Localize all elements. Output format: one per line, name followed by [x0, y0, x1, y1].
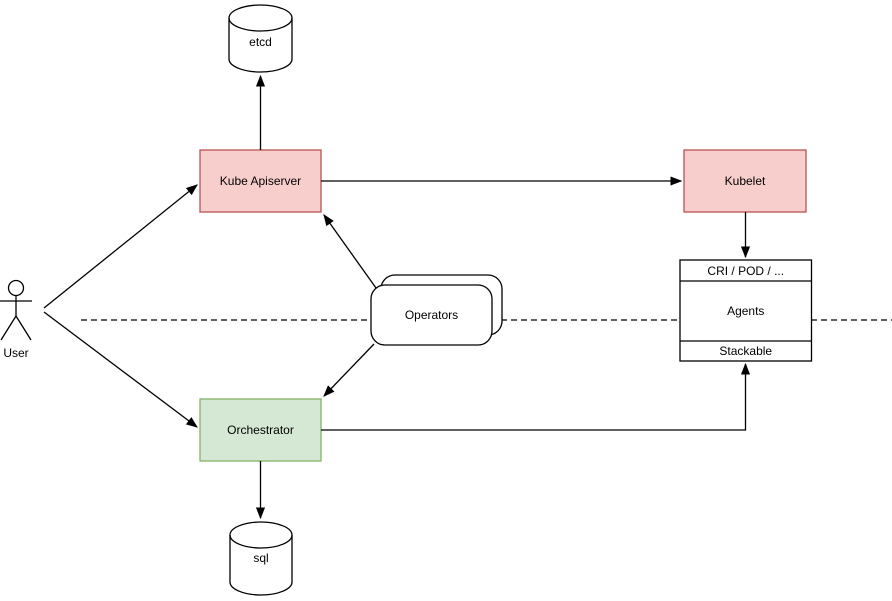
node-etcd[interactable]: etcd	[228, 4, 293, 73]
agents-box	[679, 259, 813, 362]
kube-apiserver-box	[199, 149, 322, 213]
operators-front-card	[370, 284, 493, 346]
orchestrator-box	[199, 398, 322, 462]
node-operators[interactable]: Operators	[370, 274, 503, 346]
edge-user-to-orchestrator[interactable]	[43, 311, 198, 428]
actor-right-leg-icon	[15, 315, 32, 341]
agents-body-label: Agents	[727, 304, 764, 318]
database-cylinder-icon	[229, 521, 293, 596]
database-cylinder-rim	[228, 17, 293, 32]
actor-head-icon	[7, 279, 25, 297]
sql-label: sql	[253, 551, 268, 565]
actor-left-leg-icon	[0, 315, 17, 341]
node-orchestrator[interactable]: Orchestrator	[199, 398, 322, 462]
kube-apiserver-label: Kube Apiserver	[220, 174, 301, 188]
operators-label: Operators	[405, 308, 458, 322]
node-kube-apiserver[interactable]: Kube Apiserver	[199, 149, 322, 213]
orchestrator-label: Orchestrator	[227, 423, 294, 437]
edge-operators-to-kube-apiserver[interactable]	[323, 214, 377, 289]
database-cylinder-rim	[229, 534, 293, 549]
edge-orchestrator-to-agents[interactable]	[321, 362, 751, 431]
agents-footer-label: Stackable	[719, 344, 772, 358]
edge-user-to-kube-apiserver[interactable]	[43, 184, 198, 309]
node-user[interactable]: User	[0, 279, 32, 361]
edge-operators-to-orchestrator[interactable]	[323, 343, 375, 397]
node-agents[interactable]: CRI / POD / ... Agents Stackable	[679, 259, 813, 362]
etcd-label: etcd	[249, 35, 272, 49]
kubelet-label: Kubelet	[725, 174, 766, 188]
agents-header-label: CRI / POD / ...	[707, 264, 784, 278]
kubelet-box	[683, 149, 807, 213]
node-kubelet[interactable]: Kubelet	[683, 149, 807, 213]
database-cylinder-icon	[228, 4, 293, 73]
user-label: User	[3, 346, 28, 360]
node-sql[interactable]: sql	[229, 521, 293, 596]
